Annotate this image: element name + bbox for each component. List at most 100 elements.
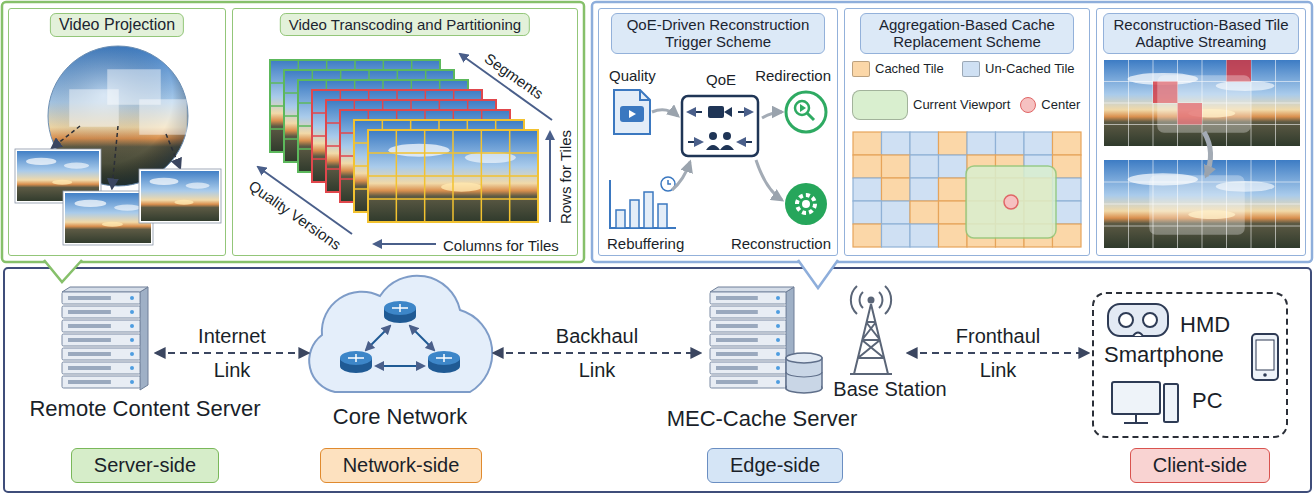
cache-grid <box>910 224 939 247</box>
cache-grid <box>882 132 911 155</box>
link-label: Backhaul Link <box>556 319 638 387</box>
tile-frames <box>284 138 454 140</box>
outer-frame <box>44 260 82 282</box>
streaming-illustration <box>1251 60 1252 146</box>
device-label: PC <box>1192 388 1223 413</box>
cloud-icon <box>436 354 452 362</box>
tile-frames <box>284 115 454 117</box>
label: Redirection <box>755 67 831 84</box>
projection-illustration <box>64 192 152 244</box>
base-station-icon <box>868 297 875 304</box>
cache-grid <box>1024 224 1053 247</box>
streaming-illustration <box>1216 81 1275 91</box>
projection-illustration <box>140 100 186 134</box>
mec-server-icon <box>776 338 780 342</box>
tile-frames <box>425 90 427 182</box>
outer-frame <box>798 260 838 288</box>
mec-server-icon <box>716 380 758 384</box>
projection-illustration <box>140 170 220 222</box>
side-label: Server-side <box>94 454 196 477</box>
tile-frames <box>298 148 468 150</box>
cache-grid <box>967 178 996 201</box>
mec-server-icon <box>716 324 758 328</box>
tile-frames <box>467 120 469 212</box>
cache-grid <box>853 132 1081 247</box>
qoe-illustration <box>738 111 752 113</box>
label: Quality <box>609 67 656 84</box>
mec-server-icon <box>710 287 794 292</box>
streaming-illustration <box>1227 60 1252 82</box>
cache-grid <box>996 224 1025 247</box>
cache-grid <box>967 224 996 247</box>
projection-illustration <box>64 192 152 244</box>
tile-frames <box>326 60 328 152</box>
edge-server-node: MEC-Cache Server <box>704 284 826 394</box>
cache-grid <box>967 201 996 224</box>
node-label: QoE <box>706 71 736 88</box>
legend-label: Center <box>1041 98 1080 113</box>
server-icon <box>62 287 148 390</box>
cache-grid <box>939 201 968 224</box>
axis-label: Segments <box>481 50 546 103</box>
tile-frames <box>340 110 510 202</box>
cache-grid <box>996 132 1025 155</box>
cache-grid <box>1053 155 1082 178</box>
tile-frames <box>298 80 468 172</box>
server-node: Remote Content Server <box>58 286 152 394</box>
streaming-illustration <box>1251 160 1252 248</box>
device-icons <box>1256 340 1274 370</box>
tile-frames <box>423 122 474 133</box>
tile-frames <box>381 92 432 103</box>
cache-grid <box>853 178 882 201</box>
server-icon <box>130 338 134 342</box>
streaming-illustration <box>1202 160 1203 248</box>
projection-illustration <box>114 204 140 210</box>
tile-frames <box>425 70 427 162</box>
qoe-illustration <box>738 141 752 143</box>
cache-grid <box>939 132 968 155</box>
mec-server-icon <box>710 306 786 318</box>
mec-server-icon <box>710 334 786 346</box>
device-icons <box>1143 313 1157 327</box>
cloud-icon <box>428 359 460 373</box>
mec-server-icon <box>716 366 758 370</box>
tile-frames <box>340 90 342 182</box>
legend-entry: Un-Cached Tile <box>962 61 1075 77</box>
tile-frames <box>312 135 482 137</box>
server-icon <box>130 366 134 370</box>
streaming-illustration <box>1128 160 1129 248</box>
mec-server-icon <box>776 352 780 356</box>
tile-frames <box>382 120 384 212</box>
panel-title: Aggregation-Based Cache Replacement Sche… <box>860 13 1074 54</box>
projection-illustration <box>166 134 180 168</box>
tile-frames <box>395 102 446 113</box>
tile-frames <box>397 70 399 162</box>
server-icon <box>62 348 140 360</box>
cache-grid <box>1053 201 1082 224</box>
outer-frame <box>4 268 1311 492</box>
tile-frames <box>383 60 385 152</box>
tile-frames <box>312 90 482 182</box>
legend-entry: Current Viewport <box>852 90 1010 120</box>
projection-illustration <box>150 178 179 185</box>
tile-frames <box>413 162 454 171</box>
tile-frames <box>360 124 421 137</box>
tile-frames <box>326 145 496 147</box>
projection-illustration <box>70 90 118 126</box>
cache-grid <box>967 132 996 155</box>
streaming-panel: Reconstruction-Based Tile Adaptive Strea… <box>1096 8 1306 256</box>
cache-grid <box>882 224 911 247</box>
tile-frames <box>368 130 538 222</box>
cloud-icon <box>366 326 390 350</box>
streaming-illustration <box>1104 226 1300 227</box>
qoe-illustration <box>785 183 827 225</box>
qoe-illustration <box>762 112 782 118</box>
axis-label: Rows for Tiles <box>557 130 574 224</box>
projection-panel: Video Projection <box>8 8 226 256</box>
cache-grid <box>1053 178 1082 201</box>
legend-label: Cached Tile <box>875 62 944 77</box>
tile-frames <box>284 92 454 94</box>
cache-grid <box>939 224 968 247</box>
server-icon <box>62 320 140 332</box>
